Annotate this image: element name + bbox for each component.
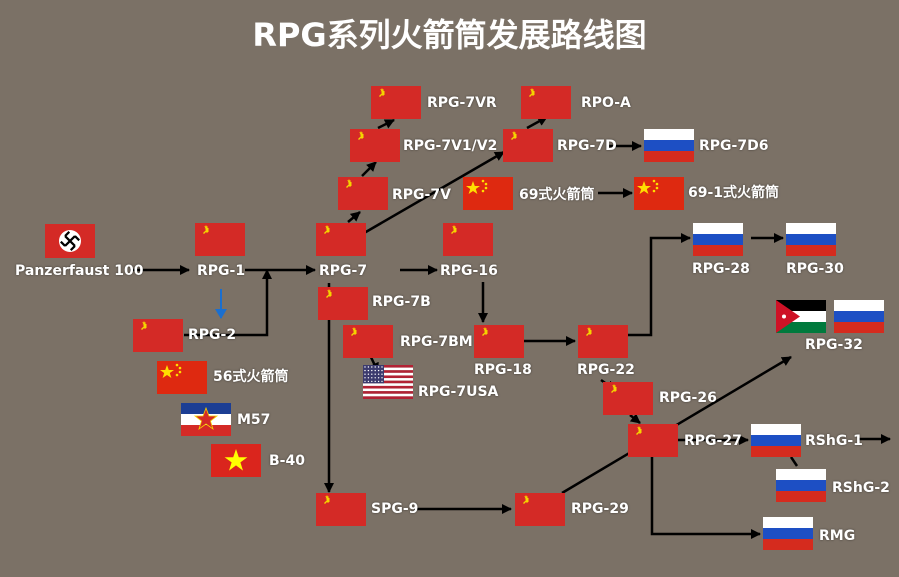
ussr-flag-icon — [578, 325, 628, 358]
node-label-rpg30: RPG-30 — [786, 261, 844, 277]
ussr-flag-icon — [521, 86, 571, 119]
node-label-rpg7v: RPG-7V — [392, 187, 451, 203]
node-label-rpoa: RPO-A — [581, 95, 631, 111]
node-label-rpg26: RPG-26 — [659, 390, 717, 406]
russia-flag-icon — [644, 129, 694, 162]
usa-flag-icon — [363, 365, 413, 399]
node-label-m57: M57 — [237, 412, 271, 428]
node-label-rpg27: RPG-27 — [684, 433, 742, 449]
ussr-flag-icon — [515, 493, 565, 526]
node-label-rpg7d: RPG-7D — [557, 138, 617, 154]
ussr-flag-icon — [503, 129, 553, 162]
node-label-b40: B-40 — [269, 453, 305, 469]
russia-flag-icon — [751, 424, 801, 457]
node-label-rpg22: RPG-22 — [577, 362, 635, 378]
edge-rpg7v1v2-to-rpg7vr-arrow — [377, 118, 395, 130]
edge-rshg1-rshg2-line — [789, 456, 799, 467]
edge-rpg27-to-rmg-arrow — [650, 457, 761, 539]
node-label-rpg7v1v2: RPG-7V1/V2 — [403, 138, 498, 154]
ussr-flag-icon — [133, 319, 183, 352]
node-label-rpg16: RPG-16 — [440, 263, 498, 279]
node-label-rpg32: RPG-32 — [805, 337, 863, 353]
ussr-flag-icon — [316, 223, 366, 256]
russia-flag-icon — [763, 517, 813, 550]
ussr-flag-icon — [371, 86, 421, 119]
node-label-panzerfaust100: Panzerfaust 100 — [15, 263, 144, 279]
ussr-flag-icon — [316, 493, 366, 526]
russia-flag-icon — [693, 223, 743, 256]
yugoslavia-flag-icon — [181, 403, 231, 436]
node-label-rpg7d6: RPG-7D6 — [699, 138, 769, 154]
china-flag-icon — [463, 177, 513, 210]
ussr-flag-icon — [338, 177, 388, 210]
nazi-germany-flag-icon — [45, 224, 95, 258]
diagram-title: RPG系列火箭筒发展路线图 — [252, 16, 647, 54]
node-label-rpg18: RPG-18 — [474, 362, 532, 378]
node-label-rpg7vr: RPG-7VR — [427, 95, 497, 111]
node-label-rshg2: RShG-2 — [832, 480, 890, 496]
node-label-rpg7bm: RPG-7BM — [400, 334, 473, 350]
node-label-type56: 56式火箭筒 — [213, 369, 289, 385]
node-label-rpg7b: RPG-7B — [372, 294, 431, 310]
china-flag-icon — [634, 177, 684, 210]
node-label-rshg1: RShG-1 — [805, 433, 863, 449]
ussr-flag-icon — [195, 223, 245, 256]
vietnam-flag-icon — [211, 444, 261, 477]
edge-rpg7-to-rpg7d-arrow — [351, 150, 505, 242]
russia-flag-icon — [786, 223, 836, 256]
edge-rpg22-to-rpg28-arrow — [628, 233, 691, 337]
node-label-rpg2: RPG-2 — [188, 327, 237, 343]
edge-rpg26-to-rpg27-arrow — [629, 413, 641, 424]
node-label-spg9: SPG-9 — [371, 501, 419, 517]
ussr-flag-icon — [318, 287, 368, 320]
ussr-flag-icon — [474, 325, 524, 358]
node-label-rmg: RMG — [819, 528, 856, 544]
edge-rpg7v-to-rpg7v1v2-arrow — [361, 161, 377, 177]
node-label-type69_1: 69-1式火箭筒 — [688, 185, 780, 201]
node-label-rpg1: RPG-1 — [197, 263, 246, 279]
russia-flag-icon — [834, 300, 884, 333]
node-label-rpg28: RPG-28 — [692, 261, 750, 277]
ussr-flag-icon — [603, 382, 653, 415]
russia-flag-icon — [776, 469, 826, 502]
edge-rpg7-to-rpg7v-arrow — [347, 211, 361, 223]
node-label-rpg7usa: RPG-7USA — [418, 384, 499, 400]
jordan-flag-icon — [776, 300, 826, 333]
node-label-type69: 69式火箭筒 — [519, 187, 595, 203]
ussr-flag-icon — [343, 325, 393, 358]
ussr-flag-icon — [350, 129, 400, 162]
ussr-flag-icon — [443, 223, 493, 256]
edge-rpg2-to-rpg7-arrow — [184, 269, 272, 337]
node-label-rpg7: RPG-7 — [319, 263, 368, 279]
china-flag-icon — [157, 361, 207, 394]
node-label-rpg29: RPG-29 — [571, 501, 629, 517]
ussr-flag-icon — [628, 424, 678, 457]
